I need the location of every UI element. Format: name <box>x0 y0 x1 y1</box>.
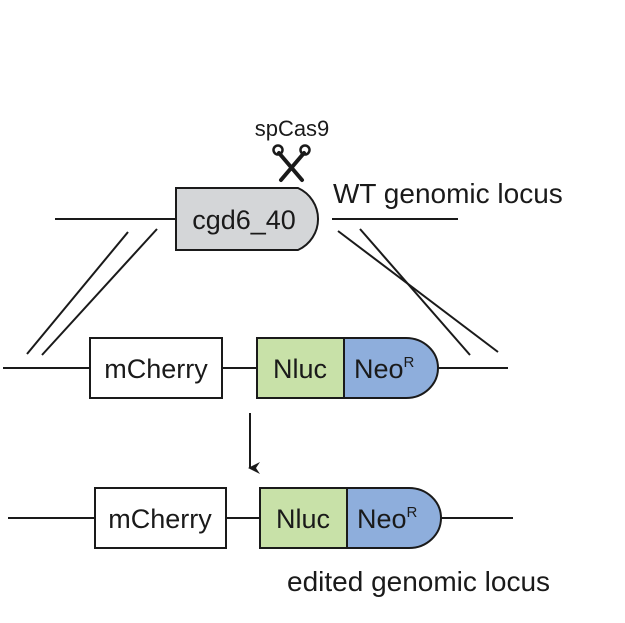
wt-gene-label: cgd6_40 <box>192 205 296 235</box>
edited-neo-box <box>346 487 442 549</box>
edited-nluc-label: Nluc <box>276 504 330 534</box>
scissors-icon <box>272 144 311 182</box>
crossover-right-a <box>337 230 499 353</box>
cas9-label: spCas9 <box>255 116 330 141</box>
donor-neo-text: Neo <box>354 354 404 384</box>
donor-mcherry-box <box>89 337 223 399</box>
donor-mcherry-label: mCherry <box>104 354 208 384</box>
donor-neo-box <box>343 337 439 399</box>
crossover-lines <box>26 228 499 356</box>
wt-locus-label: WT genomic locus <box>333 178 563 209</box>
crossover-left-b <box>41 228 158 356</box>
edited-neo-sup: R <box>407 504 418 521</box>
edited-neo-text: Neo <box>357 504 407 534</box>
edited-neo-label: NeoR <box>357 504 418 534</box>
wt-locus-group: cgd6_40 WT genomic locus <box>55 178 563 251</box>
crossover-right-b <box>359 228 471 356</box>
crossover-left-a <box>26 231 129 355</box>
edited-locus-group: mCherry Nluc NeoR edited genomic locus <box>8 487 550 597</box>
wt-gene-box <box>175 187 319 251</box>
edited-mcherry-box <box>94 487 227 549</box>
donor-nluc-box <box>256 337 345 399</box>
donor-neo-sup: R <box>404 354 415 371</box>
donor-nluc-label: Nluc <box>273 354 327 384</box>
edited-mcherry-label: mCherry <box>108 504 212 534</box>
edited-locus-label: edited genomic locus <box>287 566 550 597</box>
donor-neo-label: NeoR <box>354 354 415 384</box>
donor-construct-group: mCherry Nluc NeoR <box>3 337 508 399</box>
cas9-group: spCas9 <box>255 116 330 182</box>
